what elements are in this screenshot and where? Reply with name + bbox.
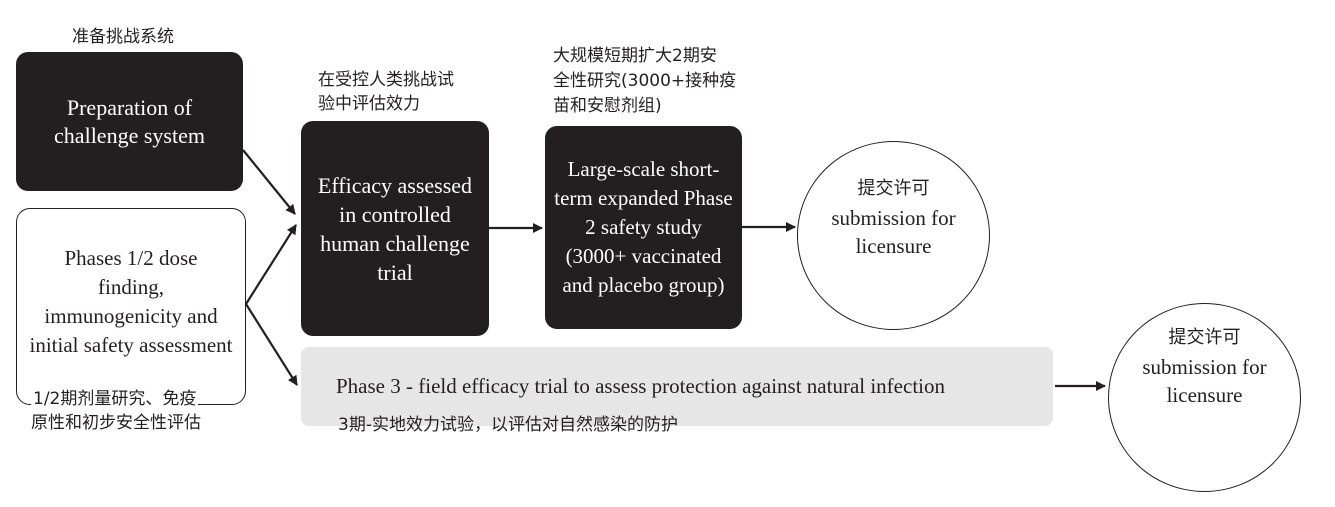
largescale-cn-label-line3: 苗和安慰剂组) <box>553 96 662 116</box>
prep-node: Preparation of challenge system <box>16 52 243 191</box>
efficacy-cn-label-line2: 验中评估效力 <box>318 94 420 114</box>
largescale-node: Large-scale short-term expanded Phase 2 … <box>545 126 742 329</box>
phase12-cn-label-line1: 1/2期剂量研究、免疫 <box>31 388 199 410</box>
phase3-node: Phase 3 - field efficacy trial to assess… <box>301 347 1053 426</box>
licensure-node-2: 提交许可 submission for licensure <box>1108 303 1301 492</box>
largescale-node-label: Large-scale short-term expanded Phase 2 … <box>554 157 733 297</box>
phase3-node-label: Phase 3 - field efficacy trial to assess… <box>336 374 945 398</box>
licensure-1-cn-label: 提交许可 <box>857 177 930 199</box>
arrow-phase12-to-efficacy <box>245 224 297 305</box>
efficacy-node: Efficacy assessed in controlled human ch… <box>301 121 489 336</box>
phase12-cn-label-line2: 原性和初步安全性评估 <box>31 413 201 433</box>
largescale-cn-label-line2: 全性研究(3000+接种疫 <box>553 71 737 91</box>
arrow-prep-to-efficacy <box>242 149 296 215</box>
phase3-cn-label: 3期-实地效力试验，以评估对自然感染的防护 <box>338 415 678 435</box>
licensure-1-label: submission for licensure <box>831 205 956 258</box>
licensure-node-1: 提交许可 submission for licensure <box>797 141 990 330</box>
licensure-2-label: submission for licensure <box>1142 354 1267 407</box>
prep-cn-label: 准备挑战系统 <box>72 27 174 47</box>
arrow-phase12-to-phase3 <box>245 303 298 386</box>
efficacy-node-label: Efficacy assessed in controlled human ch… <box>317 172 473 285</box>
efficacy-cn-label-line1: 在受控人类挑战试 <box>318 70 454 90</box>
prep-node-label: Preparation of challenge system <box>54 94 205 148</box>
phase12-node-label: Phases 1/2 dose finding, immunogenicity … <box>29 245 233 357</box>
licensure-2-cn-label: 提交许可 <box>1168 326 1241 348</box>
largescale-cn-label-line1: 大规模短期扩大2期安 <box>553 46 717 66</box>
